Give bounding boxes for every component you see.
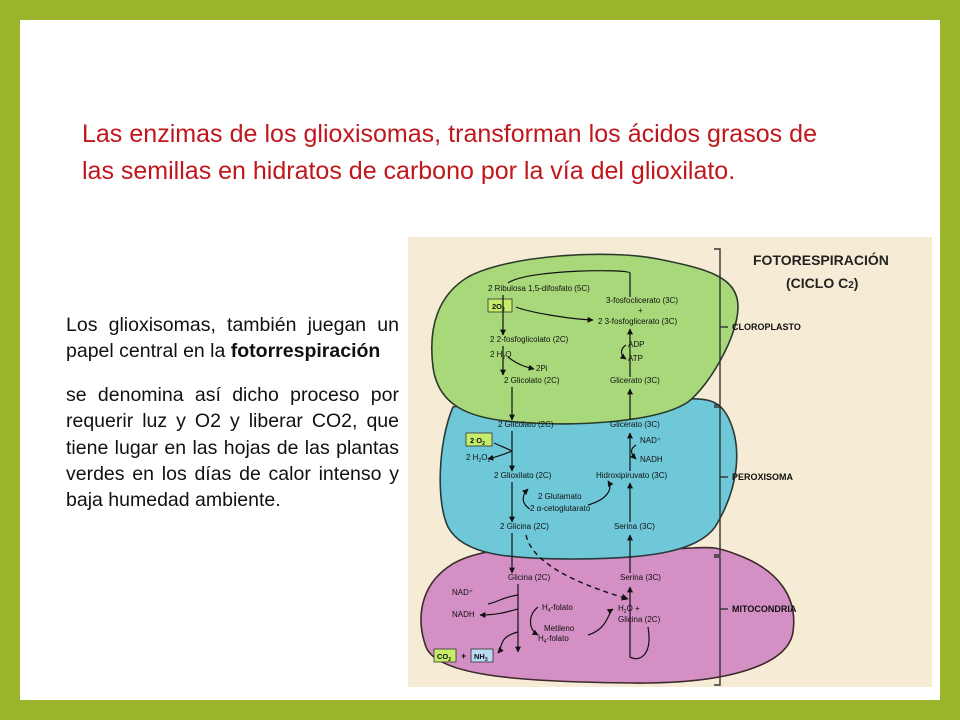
co2-box [433, 648, 457, 663]
diagram-title-line1: FOTORESPIRACIÓN [753, 251, 889, 268]
fosfoglicerato2-label: 2 3-fosfoglicerato (3C) [598, 317, 677, 326]
glicina-mit-label: Glicina (2C) [508, 573, 551, 582]
label-cloroplasto: CLOROPLASTO [732, 322, 801, 332]
o2-box-per-label: 2 O2 [470, 436, 485, 447]
o2-box-per [465, 432, 493, 447]
nad-mit-label: NAD⁺ [452, 588, 473, 597]
nadh-per-label: NADH [640, 455, 663, 464]
pathway-arrows [479, 270, 650, 660]
plus-mit: + [461, 651, 466, 661]
co2-box-label: CO2 [437, 652, 451, 663]
nh3-box [470, 648, 494, 663]
dashed-transfer-arrow [525, 534, 629, 601]
nad-per-label: NAD⁺ [640, 436, 661, 445]
mitochondria-shape [420, 545, 795, 684]
fosfoglicolato-label: 2 2-fosfoglicolato (2C) [490, 335, 569, 344]
cetoglutarato-label: 2 α-cetoglutarato [530, 504, 591, 513]
nadh-mit-label: NADH [452, 610, 475, 619]
slide: Las enzimas de los glioxisomas, transfor… [20, 20, 940, 700]
label-peroxisoma: PEROXISOMA [732, 472, 794, 482]
o2-box [487, 298, 513, 313]
diagram-title-line2: (CICLO C2) [786, 275, 858, 291]
plus-chl: + [638, 306, 643, 315]
h2o-plus-label: H2O + [618, 604, 640, 615]
metileno-h4folato-label: H4-folato [538, 634, 569, 645]
glutamato-label: 2 Glutamato [538, 492, 582, 501]
fosfoglicerato-label: 3-fosfoclicerato (3C) [606, 296, 678, 305]
side-text: Los glioxisomas, también juegan un papel… [66, 312, 399, 531]
h2o-label: 2 H2O [490, 350, 511, 361]
glicina2-mit-label: Glicina (2C) [618, 615, 661, 624]
atp-label: ATP [628, 354, 643, 363]
slide-heading: Las enzimas de los glioxisomas, transfor… [82, 120, 817, 185]
glioxilato-label: 2 Glioxilato (2C) [494, 471, 552, 480]
compartment-brackets [714, 248, 728, 686]
diagram-svg: FOTORESPIRACIÓN (CICLO C2) CLOROPLASTO P… [420, 248, 889, 686]
glicolato-chl-label: 2 Glicolato (2C) [504, 376, 560, 385]
h2o2-label: 2 H2O2 [466, 453, 490, 464]
label-mitocondria: MITOCONDRIA [732, 604, 797, 614]
pi-label: 2Pi [536, 364, 548, 373]
side-paragraph-1: Los glioxisomas, también juegan un papel… [66, 312, 399, 365]
serina-mit-label: Serina (3C) [620, 573, 661, 582]
side-paragraph-2: se denomina así dicho proceso por requer… [66, 383, 399, 512]
side-paragraph-1-text: Los glioxisomas, también juegan un papel… [66, 314, 399, 363]
glicolato-per-label: 2 Glicolato (2C) [498, 420, 554, 429]
metileno-label: Metileno [544, 624, 575, 633]
serina-per-label: Serina (3C) [614, 522, 655, 531]
fotorrespiracion-term: fotorrespiración [230, 340, 381, 363]
h4folato-label: H4-folato [542, 603, 573, 614]
adp-label: ADP [628, 340, 644, 349]
nh3-box-label: NH3 [474, 652, 488, 663]
glicerato-chl-label: Glicerato (3C) [610, 376, 660, 385]
glicerato-per-label: Glicerato (3C) [610, 420, 660, 429]
ribulosa-label: 2 Ribulosa 1,5-difosfato (5C) [488, 284, 590, 293]
hidroxipiruvato-label: Hidroxipiruvato (3C) [596, 471, 667, 480]
glicina-per-label: 2 Glicina (2C) [500, 522, 549, 531]
photorespiration-diagram: FOTORESPIRACIÓN (CICLO C2) CLOROPLASTO P… [408, 237, 932, 687]
chloroplast-shape [430, 253, 739, 425]
